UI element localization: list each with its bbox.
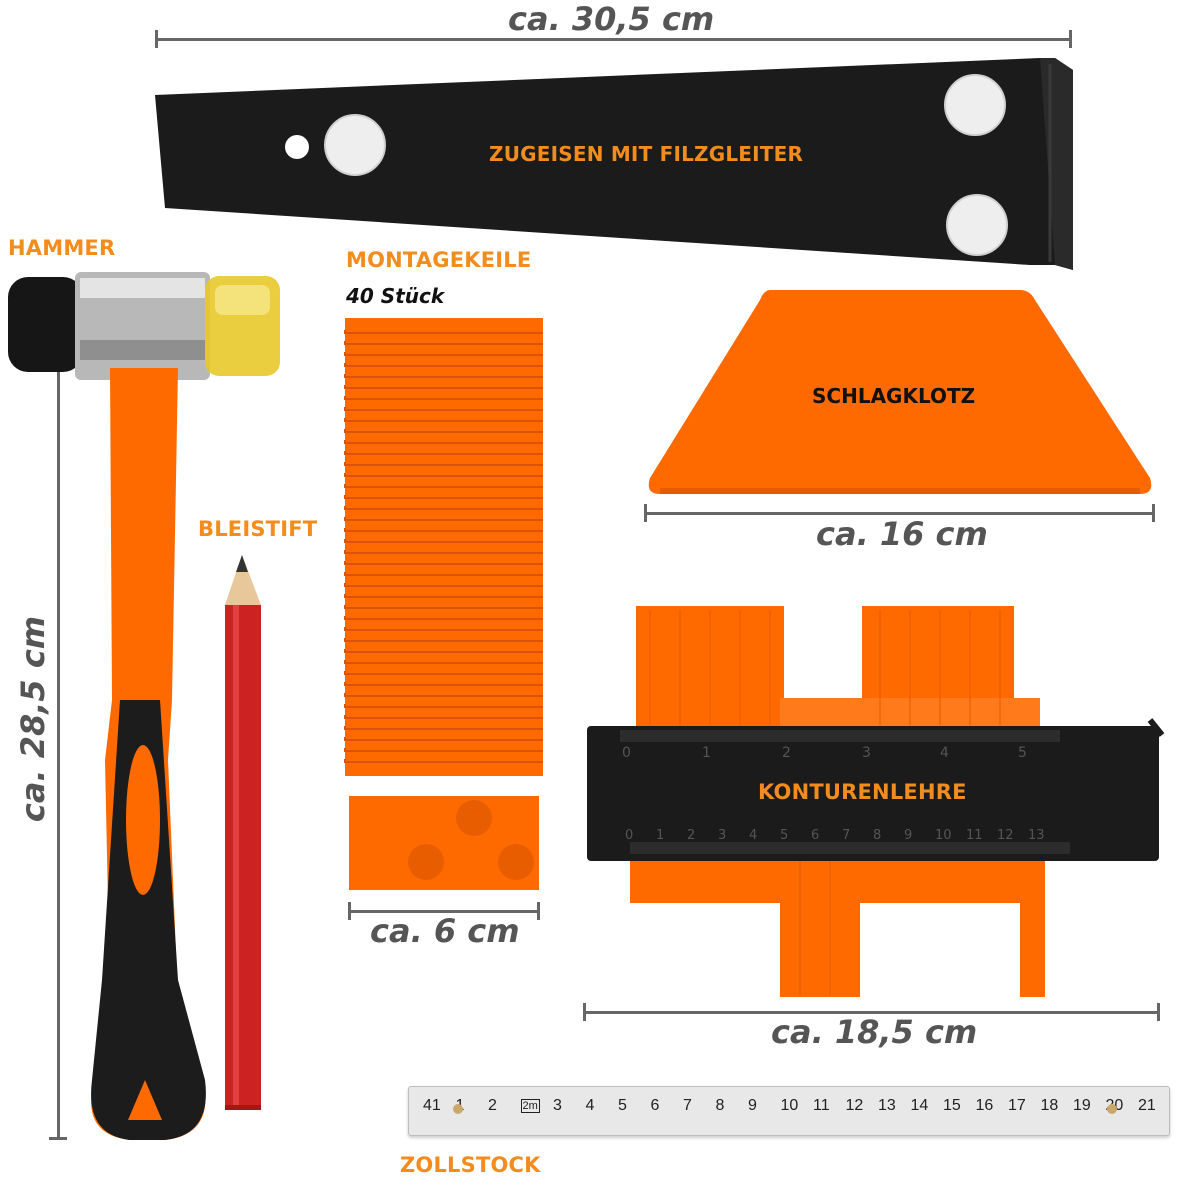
scale-mark: 7 [842,828,851,843]
pencil-image [225,555,261,1110]
crowbar-dimension-cap-left [155,30,158,48]
wedge-dimension-text: ca. 6 cm [370,912,520,950]
rule-mark: 5 [618,1097,627,1114]
scale-mark: 11 [966,828,983,843]
scale-mark: 8 [873,828,882,843]
rule-joint [1107,1104,1117,1114]
rule-mark: 10 [780,1097,799,1114]
scale-mark: 3 [862,745,871,761]
rule-mark: 41 [423,1097,441,1114]
tapping-block-dimension-cap-left [644,504,647,522]
contour-gauge-dimension-text: ca. 18,5 cm [771,1013,978,1051]
rule-mark: 9 [748,1097,757,1114]
rule-mark: 7 [683,1097,692,1114]
scale-mark: 4 [749,828,758,843]
rule-mark: 2 [488,1097,497,1114]
contour-gauge-dimension-cap-right [1157,1003,1160,1021]
wedges-stack-image [344,318,543,890]
hammer-label: HAMMER [8,236,116,260]
contour-gauge-dimension-line [585,1011,1159,1014]
crowbar-dimension-text: ca. 30,5 cm [508,0,715,38]
scale-mark: 0 [625,828,634,843]
hammer-dimension-line [57,303,60,1138]
rule-mark: 14 [910,1097,929,1114]
scale-mark: 6 [811,828,820,843]
scale-mark: 12 [997,828,1014,843]
scale-mark: 2 [782,745,791,761]
tapping-block-label: SCHLAGKLOTZ [812,384,976,408]
rule-joint [453,1104,463,1114]
scale-mark: 3 [718,828,727,843]
rule-mark: 11 [813,1097,830,1114]
folding-rule-label: ZOLLSTOCK [400,1153,541,1177]
folding-rule-image: 41122m3456789101112131415161718192021 [408,1086,1170,1136]
crowbar-image [155,58,1073,270]
rule-mark: 18 [1040,1097,1059,1114]
rule-mark: 6 [650,1097,660,1114]
contour-gauge-upper-scale: 0 1 2 3 4 5 [622,745,1042,765]
contour-gauge-dimension-cap-left [583,1003,586,1021]
tapping-block-image [648,290,1152,494]
scale-mark: 13 [1028,828,1045,843]
rule-mark: 16 [975,1097,994,1114]
scale-mark: 1 [702,745,711,761]
tapping-block-dimension-line [646,512,1154,515]
scale-mark: 4 [940,745,949,761]
pencil-label: BLEISTIFT [198,517,318,541]
wedges-label: MONTAGEKEILE [346,248,532,272]
rule-mark: 8 [715,1097,725,1114]
rule-mark: 21 [1138,1097,1156,1114]
scale-mark: 5 [1018,745,1027,761]
rule-mark: 12 [845,1097,864,1114]
rule-mark: 2m [520,1099,540,1113]
scale-mark: 9 [904,828,913,843]
scale-mark: 0 [622,745,631,761]
rule-mark: 19 [1073,1097,1091,1114]
wedges-count: 40 Stück [346,284,445,308]
wedge-dimension-line [350,910,539,913]
scale-mark: 2 [687,828,696,843]
scale-mark: 1 [656,828,665,843]
contour-gauge-image [587,606,1165,997]
wedge-dimension-cap-right [537,902,540,920]
tapping-block-dimension-text: ca. 16 cm [816,515,988,553]
scale-mark: 10 [935,828,952,843]
tapping-block-dimension-cap-right [1152,504,1155,522]
rule-mark: 15 [943,1097,961,1114]
hammer-dimension-cap-bottom [49,1137,67,1140]
hammer-image [8,272,280,1140]
wedge-dimension-cap-left [348,902,351,920]
rule-mark: 17 [1008,1097,1026,1114]
crowbar-dimension-line [157,38,1071,41]
rule-mark: 13 [878,1097,896,1114]
crowbar-dimension-cap-right [1069,30,1072,48]
crowbar-label: ZUGEISEN MIT FILZGLEITER [489,142,804,166]
contour-gauge-label: KONTURENLEHRE [758,780,967,804]
scale-mark: 5 [780,828,789,843]
rule-mark: 4 [585,1097,595,1114]
rule-mark: 3 [553,1097,562,1114]
